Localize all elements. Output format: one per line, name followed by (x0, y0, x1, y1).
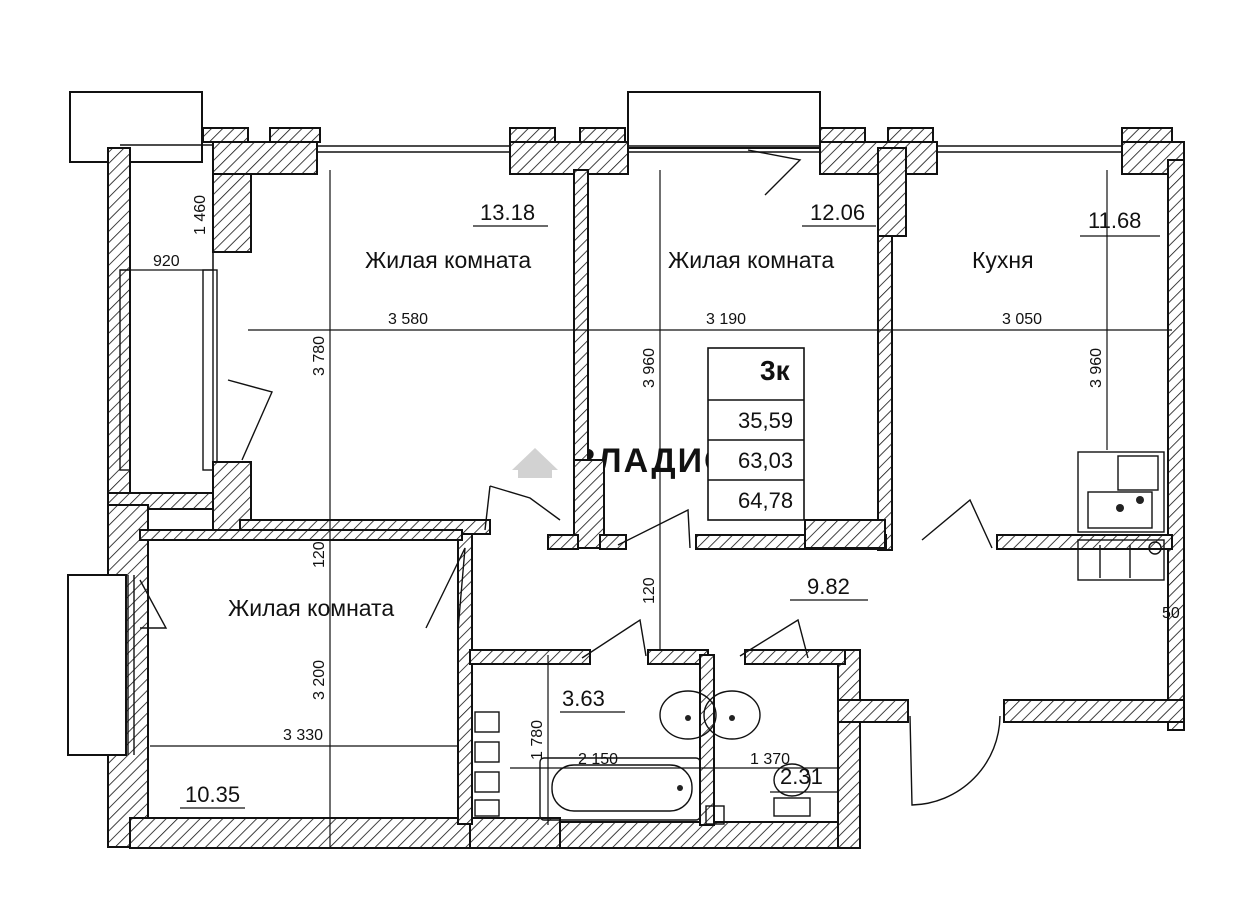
dim-living2-h: 3 960 (641, 348, 658, 388)
room-area-living2: 12.06 (810, 200, 865, 225)
dim-living1-h: 3 780 (311, 336, 328, 376)
dimension-lines (120, 170, 1172, 848)
dim-wc-w: 1 370 (750, 751, 790, 768)
dim-kitchen-h: 3 960 (1088, 348, 1105, 388)
room-area-kitchen: 11.68 (1088, 208, 1141, 233)
left-window (67, 574, 135, 756)
room-area-living3: 10.35 (185, 782, 240, 807)
room-area-living1: 13.18 (480, 200, 535, 225)
watermark: ВЛАДИС (512, 442, 729, 480)
dim-living1-w: 3 580 (388, 311, 428, 328)
summary-living-area: 35,59 (738, 408, 793, 433)
kitchen-fixtures (1077, 451, 1165, 581)
room-area-bath: 3.63 (562, 686, 605, 711)
dim-wall-b: 120 (641, 577, 658, 604)
summary-title: 3к (760, 355, 791, 386)
dim-bath-w: 2 150 (578, 751, 618, 768)
room-label-living1: Жилая комната (365, 247, 531, 273)
room-area-hall: 9.82 (807, 574, 850, 599)
dim-living2-w: 3 190 (706, 311, 746, 328)
room-label-living2: Жилая комната (668, 247, 834, 273)
summary-box: 3к 35,59 63,03 64,78 (707, 347, 805, 521)
doors (139, 149, 1001, 806)
bathroom-fixtures (474, 690, 811, 825)
room-label-living3: Жилая комната (228, 595, 394, 621)
dim-bath-h: 1 780 (529, 720, 546, 760)
dim-side: 50 (1162, 605, 1180, 622)
dim-living3-w: 3 330 (283, 727, 323, 744)
dim-kitchen-w: 3 050 (1002, 311, 1042, 328)
dim-living3-h: 3 200 (311, 660, 328, 700)
summary-total-balcony: 64,78 (738, 488, 793, 513)
room-label-kitchen: Кухня (972, 247, 1034, 273)
summary-total-area: 63,03 (738, 448, 793, 473)
dim-balcony-w: 920 (153, 253, 180, 270)
dim-wall-a: 120 (311, 541, 328, 568)
top-windows (202, 91, 1173, 153)
room-area-wc: 2.31 (780, 764, 823, 789)
dim-balcony-h: 1 460 (192, 195, 209, 235)
balcony (69, 91, 227, 510)
